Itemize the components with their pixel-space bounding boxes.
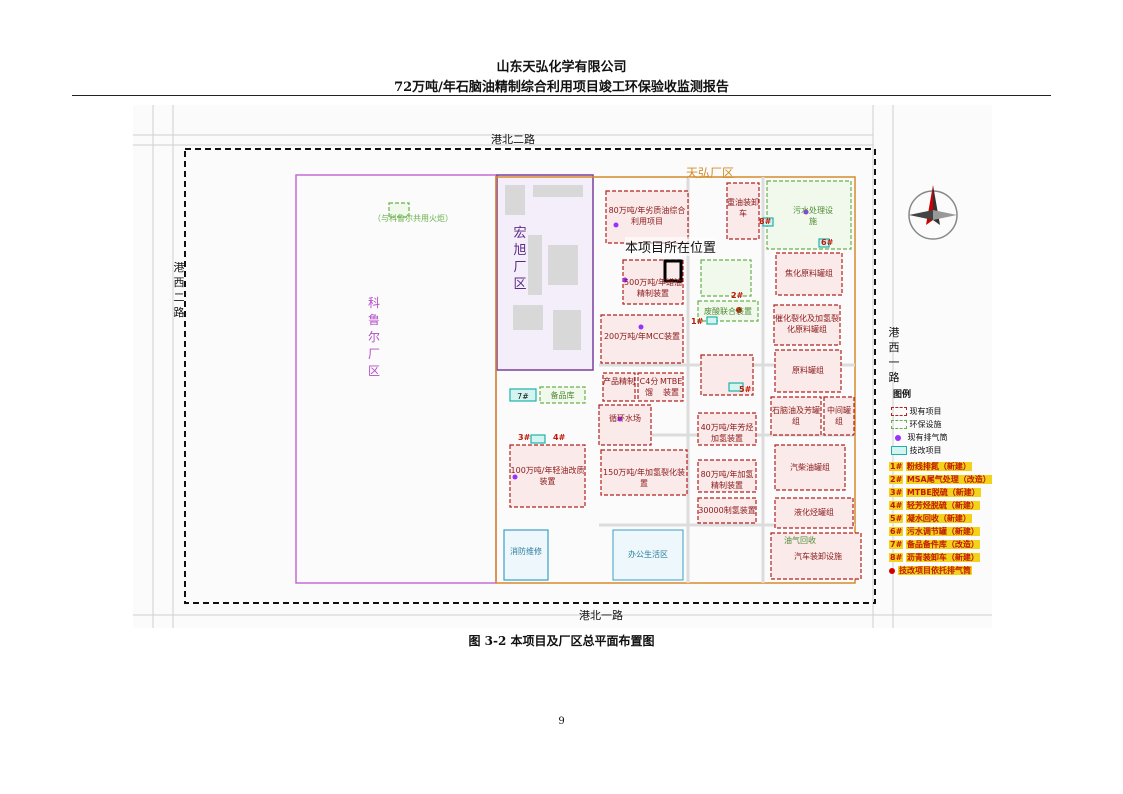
unit-150-label: 150万吨/年加氢裂化装置 — [603, 468, 685, 488]
legend-item-2: 2# MSA尾气处理（改造） — [889, 473, 992, 486]
legend-stack-label: 现有排气筒 — [907, 433, 948, 442]
unit-lpg-label: 液化烃罐组 — [794, 508, 834, 517]
site-plan-map: 港北二路 港北一路 港西二路 港西一路 科鲁尔厂区 宏旭厂区 天弘厂区 （与科鲁… — [133, 105, 992, 628]
legend-text-4: 轻芳烃脱硫（新建） — [905, 501, 980, 510]
road-west-label: 港西二路 — [173, 261, 185, 319]
header-rule — [72, 95, 1051, 96]
unit-middle-label: 中间罐组 — [827, 406, 851, 426]
legend-item-5: 5# 凝水回收（新建） — [889, 512, 992, 525]
unit-loading-label: 汽车装卸设施 — [794, 552, 842, 561]
legend-title: 图例 — [893, 390, 912, 400]
unit-heavy-oil-label: 重油装卸车 — [727, 198, 759, 218]
legend-num-5: 5# — [889, 514, 904, 523]
legend-stack-note: 技改项目依托排气筒 — [889, 564, 992, 577]
legend-num-1: 1# — [889, 462, 904, 471]
legend-num-6: 6# — [889, 527, 904, 536]
kelu-note: （与科鲁尔共用火炬） — [373, 214, 453, 223]
road-east-label: 港西一路 — [888, 326, 900, 384]
legend-numbered-list: 1# 粉线排氮（新建） 2# MSA尾气处理（改造） 3# MTBE脱硫（新建）… — [889, 460, 992, 577]
unit-80b-label: 80万吨/年加氢精制装置 — [700, 470, 754, 490]
unit-200-label: 200万吨/年MCC装置 — [603, 332, 681, 341]
unit-80-label: 80万吨/年劣质油综合利用项目 — [608, 206, 686, 226]
legend-existing-swatch — [891, 407, 907, 416]
marker-2: 2# — [731, 291, 744, 300]
legend-tech-swatch — [891, 446, 907, 455]
unit-circulating-label: 循环水场 — [609, 414, 641, 423]
legend-text-6: 污水调节罐（新建） — [905, 527, 980, 536]
legend-item-4: 4# 轻芳烃脱硫（新建） — [889, 499, 992, 512]
legend-stack: 现有排气筒 — [891, 431, 948, 444]
company-name: 山东天弘化学有限公司 — [496, 60, 627, 75]
unit-40-label: 40万吨/年芳烃加氢装置 — [700, 423, 754, 443]
legend-existing-label: 现有项目 — [909, 407, 942, 416]
unit-product-label: 产品精制 — [603, 377, 635, 386]
legend-num-8: 8# — [889, 553, 904, 562]
warehouse-marker-label: 7# — [517, 392, 529, 401]
unit-coking-label: 焦化原料罐组 — [785, 269, 833, 278]
legend-tech-label: 技改项目 — [909, 446, 942, 455]
kelu-zone-label: 科鲁尔厂区 — [367, 296, 380, 378]
red-stack-icon — [889, 567, 895, 574]
legend-text-1: 粉线排氮（新建） — [905, 462, 972, 471]
unit-mtbe-label: MTBE装置 — [660, 377, 683, 397]
unit-naphtha-label: 石脑油及芳罐组 — [772, 406, 820, 426]
marker-3: 3# — [518, 433, 531, 442]
legend-env-swatch — [891, 420, 907, 429]
legend-item-1: 1# 粉线排氮（新建） — [889, 460, 992, 473]
legend-stack-note-label: 技改项目依托排气筒 — [898, 566, 972, 575]
marker-4: 4# — [553, 433, 566, 442]
unit-separation-label: C4分馏 — [639, 377, 659, 397]
road-south-label: 港北一路 — [579, 609, 623, 622]
unit-hydrogen-label: 30000制氢装置 — [698, 506, 756, 515]
legend-num-7: 7# — [889, 540, 904, 549]
figure-caption: 图 3-2 本项目及厂区总平面布置图 — [468, 634, 655, 648]
legend-env-label: 环保设施 — [909, 420, 942, 429]
marker-1: 1# — [691, 317, 704, 326]
unit-gasoline-label: 汽柴油罐组 — [790, 463, 830, 472]
legend-text-5: 凝水回收（新建） — [905, 514, 972, 523]
legend-text-2: MSA尾气处理（改造） — [905, 475, 992, 484]
unit-gas-recovery-label: 油气回收 — [784, 536, 816, 545]
legend-item-7: 7# 备品备件库（改造） — [889, 538, 992, 551]
legend-num-2: 2# — [889, 475, 904, 484]
report-title: 72万吨/年石脑油精制综合利用项目竣工环保验收监测报告 — [394, 80, 729, 95]
legend-text-7: 备品备件库（改造） — [905, 540, 980, 549]
road-north-label: 港北二路 — [491, 133, 535, 146]
page-number: 9 — [558, 716, 565, 727]
marker-6: 6# — [821, 238, 834, 247]
legend-existing: 现有项目 — [891, 405, 942, 418]
marker-8: 8# — [759, 217, 772, 226]
unit-sewage-label: 污水处理设施 — [793, 206, 833, 226]
legend-num-4: 4# — [889, 501, 904, 510]
hongxu-zone-label: 宏旭厂区 — [513, 226, 527, 292]
unit-spare-label: 备品库 — [550, 391, 575, 400]
legend-tech: 技改项目 — [891, 444, 942, 457]
marker-5: 5# — [739, 385, 752, 394]
legend-item-3: 3# MTBE脱硫（新建） — [889, 486, 992, 499]
legend-item-6: 6# 污水调节罐（新建） — [889, 525, 992, 538]
unit-office-label: 办公生活区 — [628, 550, 668, 559]
unit-crude-label: 原料罐组 — [792, 366, 824, 375]
legend-num-3: 3# — [889, 488, 904, 497]
tianhong-zone-label: 天弘厂区 — [686, 166, 735, 180]
unit-sulfuric-label: 废酸联合装置 — [704, 307, 752, 316]
site-plan-drawing — [133, 105, 992, 628]
unit-500-label: 500万吨/年蜡油精制装置 — [624, 278, 682, 298]
legend-item-8: 8# 沥青装卸车（新建） — [889, 551, 992, 564]
stack-icon — [895, 434, 901, 441]
unit-100-label: 100万吨/年轻油改质装置 — [510, 466, 585, 486]
unit-fire-label: 消防维修 — [510, 547, 542, 556]
legend-text-8: 沥青装卸车（新建） — [905, 553, 980, 562]
legend-text-3: MTBE脱硫（新建） — [905, 488, 981, 497]
project-location-label: 本项目所在位置 — [625, 237, 717, 256]
unit-catalytic-label: 催化裂化及加氢裂化原料罐组 — [775, 314, 839, 334]
legend-env: 环保设施 — [891, 418, 942, 431]
